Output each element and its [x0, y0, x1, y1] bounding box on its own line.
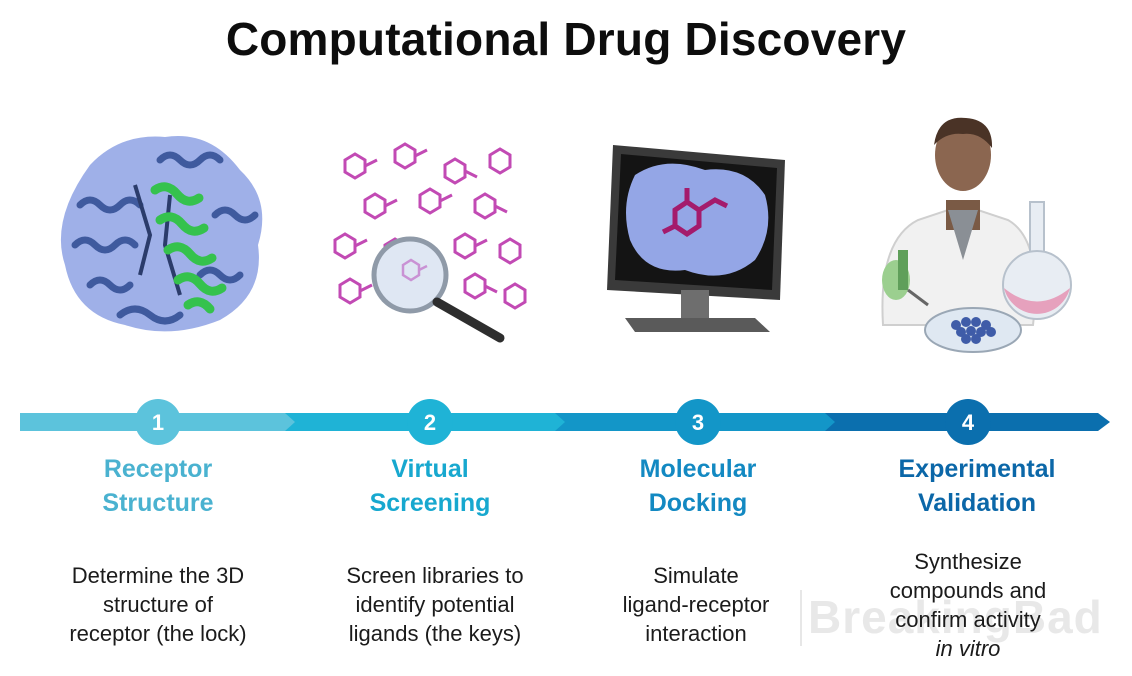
step-4-description-line-1: Synthesize	[914, 549, 1022, 574]
step-1-description-line-3: receptor (the lock)	[69, 621, 247, 646]
step-2-heading-line-2: Screening	[369, 489, 491, 517]
step-4-description: Synthesize compounds and confirm activit…	[848, 547, 1088, 663]
step-3-heading-line-2: Docking	[648, 489, 748, 517]
process-timeline: 1 2 3 4	[20, 399, 1110, 445]
step-3-description-line-1: Simulate	[653, 563, 739, 588]
step-4-heading-line-1: Experimental	[898, 455, 1056, 483]
step-2-circle	[407, 399, 453, 445]
step-3-heading-line-1: Molecular	[639, 455, 757, 483]
page-title: Computational Drug Discovery	[225, 13, 907, 65]
step-3-description-line-2: ligand-receptor	[622, 592, 770, 617]
step-1-heading: Receptor Structure	[43, 452, 273, 520]
step-1-description: Determine the 3D structure of receptor (…	[38, 561, 278, 648]
scientist-lab-icon	[881, 117, 1072, 353]
step-4-description-line-3: confirm activity	[895, 607, 1041, 632]
protein-structure-icon	[60, 135, 263, 332]
step-3-description: Simulate ligand-receptor interaction	[576, 561, 816, 648]
step-2-heading: Virtual Screening	[315, 452, 545, 520]
step-3-number: 3	[692, 410, 704, 435]
step-2-heading-line-1: Virtual	[391, 455, 469, 483]
step-3-heading: Molecular Docking	[583, 452, 813, 520]
step-2-description: Screen libraries to identify potential l…	[315, 561, 555, 648]
step-1-description-line-1: Determine the 3D	[71, 563, 245, 588]
step-3-description-line-3: interaction	[645, 621, 747, 646]
step-4-description-line-4: in vitro	[935, 636, 1001, 661]
step-1-heading-line-1: Receptor	[103, 455, 213, 483]
step-4-number: 4	[962, 410, 975, 435]
step-1-circle	[135, 399, 181, 445]
step-1-number: 1	[152, 410, 164, 435]
step-1-description-line-2: structure of	[102, 592, 214, 617]
molecule-library-magnifier-icon	[333, 142, 527, 343]
step-4-description-line-2: compounds and	[889, 578, 1047, 603]
step-4-circle	[945, 399, 991, 445]
step-2-number: 2	[424, 410, 436, 435]
step-4-heading: Experimental Validation	[847, 452, 1107, 520]
step-3-circle	[675, 399, 721, 445]
step-2-description-line-3: ligands (the keys)	[348, 621, 522, 646]
step-2-description-line-1: Screen libraries to	[346, 563, 524, 588]
step-2-description-line-2: identify potential	[355, 592, 515, 617]
step-1-heading-line-2: Structure	[102, 489, 214, 517]
step-4-heading-line-2: Validation	[917, 489, 1037, 517]
watermark: BreakingBad	[800, 590, 1120, 646]
docking-monitor-icon	[607, 145, 785, 332]
